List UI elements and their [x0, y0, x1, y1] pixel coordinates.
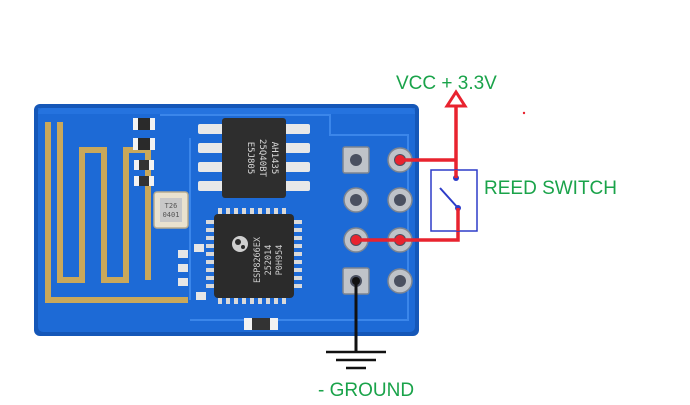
ground-wire [352, 277, 360, 352]
esp-text-2: 252014 [264, 245, 274, 276]
vcc-label: VCC + 3.3V [396, 73, 497, 94]
board-traces [160, 114, 409, 321]
flash-text-3: E5J805 [245, 142, 255, 175]
crystal-text-1: T26 [165, 202, 178, 210]
stray-dot [522, 111, 526, 115]
flash-text-1: AH1435 [269, 142, 279, 175]
crystal-text-2: 0401 [163, 211, 180, 219]
esp-text-3: P0H954 [275, 245, 285, 276]
flash-chip: AH1435 25Q40BT E5J805 [198, 118, 310, 198]
flash-text-2: 25Q40BT [257, 139, 267, 178]
pin-dot-gpio-b [395, 235, 405, 245]
pin-dot-vcc [395, 155, 405, 165]
vcc-arrow [444, 89, 468, 108]
ground-label: - GROUND [318, 380, 415, 401]
vcc-wire [400, 105, 458, 178]
pin-dot-gpio-a [351, 235, 361, 245]
smd-components [133, 118, 278, 330]
reed-switch-label: REED SWITCH [484, 178, 617, 199]
crystal-oscillator: T26 0401 [153, 191, 189, 229]
ground-symbol [326, 350, 386, 370]
esp8266-chip: ESP8266EX 252014 P0H954 [206, 208, 302, 304]
reed-switch-symbol [430, 169, 478, 232]
esp-text-1: ESP8266EX [253, 236, 263, 283]
